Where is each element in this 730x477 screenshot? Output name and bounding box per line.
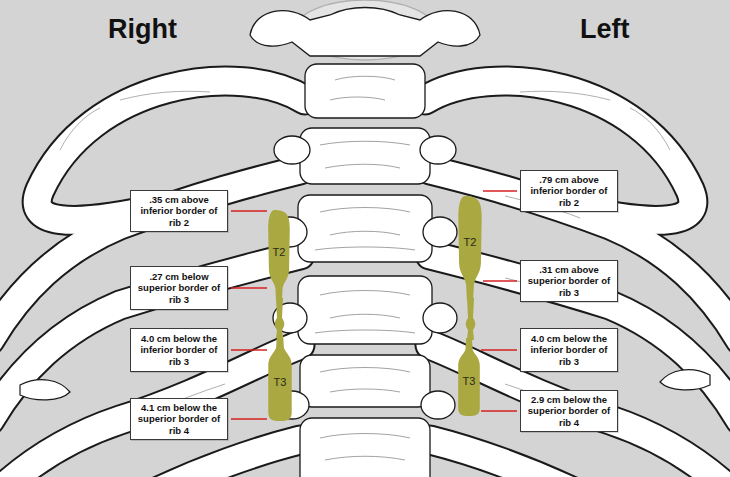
vertebral-column	[250, 0, 480, 477]
measurement-box: 4.1 cm below the superior border of rib …	[130, 398, 228, 440]
leader-line	[231, 418, 267, 420]
ganglion-outline	[268, 335, 291, 421]
leader-line	[231, 287, 267, 289]
measurement-text: 4.0 cm below the inferior border of rib …	[524, 333, 614, 367]
measurement-box: 4.0 cm below the inferior border of rib …	[520, 328, 618, 372]
measurement-text: 4.1 cm below the superior border of rib …	[134, 402, 224, 436]
leader-line	[231, 210, 267, 212]
sympathetic-chain	[275, 298, 476, 340]
leader-line	[231, 349, 267, 351]
ganglion-label: T3	[274, 376, 287, 388]
side-heading: Right	[108, 14, 177, 45]
measurement-text: .27 cm below superior border of rib 3	[134, 271, 224, 305]
measurement-box: .79 cm above inferior border of rib 2	[520, 170, 618, 212]
leader-line	[481, 410, 517, 412]
measurement-box: .35 cm above inferior border of rib 2	[130, 190, 228, 232]
ganglion: T2	[457, 196, 483, 300]
bone-hatching	[315, 76, 415, 460]
measurement-text: 4.0 cm below the inferior border of rib …	[134, 333, 224, 367]
measurement-box: .31 cm above superior border of rib 3	[520, 260, 618, 302]
measurement-text: .35 cm above inferior border of rib 2	[134, 194, 224, 228]
rib-group	[425, 81, 730, 477]
measurement-text: 2.9 cm below the superior border of rib …	[524, 394, 614, 428]
measurement-text: .31 cm above superior border of rib 3	[524, 264, 614, 298]
ganglion: T2	[267, 210, 291, 302]
ganglion-outline	[458, 338, 480, 416]
ganglion: T3	[457, 338, 481, 416]
ganglion-label: T2	[464, 236, 477, 248]
measurement-text: .79 cm above inferior border of rib 2	[524, 174, 614, 208]
measurement-box: 4.0 cm below the inferior border of rib …	[130, 328, 228, 372]
measurement-box: .27 cm below superior border of rib 3	[130, 266, 228, 310]
measurement-box: 2.9 cm below the superior border of rib …	[520, 390, 618, 432]
leader-line	[483, 280, 517, 282]
ganglion-outline	[458, 196, 481, 300]
leader-line	[481, 349, 517, 351]
leader-line	[483, 190, 517, 192]
side-heading: Left	[580, 14, 630, 45]
ganglion-label: T3	[463, 375, 476, 387]
rib-group	[0, 81, 305, 477]
ganglion: T3	[267, 335, 293, 421]
ganglion-outline	[268, 210, 290, 302]
ganglion-label: T2	[273, 246, 286, 258]
ganglion-shape	[457, 196, 483, 300]
